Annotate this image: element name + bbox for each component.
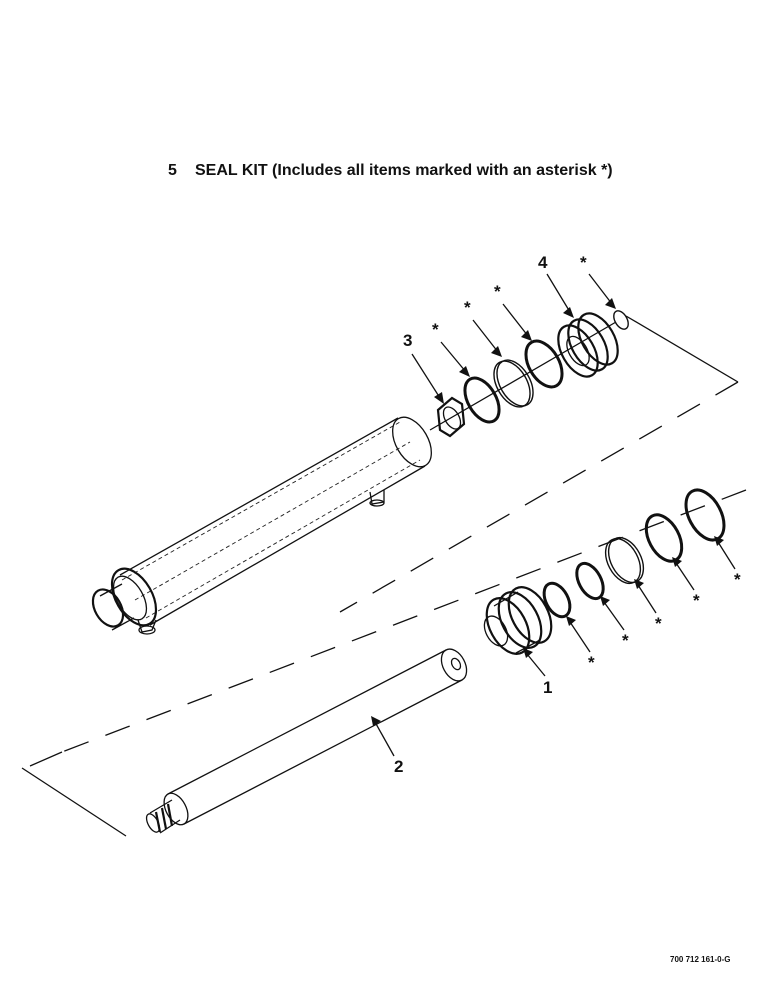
callout-item-1: 1	[543, 678, 552, 697]
nut-item-3	[436, 396, 466, 438]
lower-seal-ring-3	[604, 536, 645, 585]
asterisk-upper-ring-2: *	[464, 298, 471, 317]
asterisk-upper-ring-1: *	[432, 320, 439, 339]
callout-item-3: 3	[403, 331, 412, 350]
upper-retaining-ring	[613, 310, 629, 330]
lower-seal-ring-2	[575, 561, 605, 601]
callout-item-2: 2	[394, 757, 403, 776]
asterisk-lower-ring-1: *	[588, 653, 595, 672]
drawing-code: 700 712 161-0-G	[670, 955, 731, 964]
asterisk-lower-ring-3: *	[655, 614, 662, 633]
piston-item-1	[483, 586, 553, 655]
asterisk-lower-ring-4: *	[693, 591, 700, 610]
piston-rod-item-2	[145, 648, 468, 834]
upper-seal-ring-2	[493, 359, 534, 408]
seal-kit-item-number: 5	[168, 162, 177, 179]
asterisk-retaining-ring: *	[580, 253, 587, 272]
asterisk-lower-ring-5: *	[734, 570, 741, 589]
gland-item-4	[557, 312, 619, 378]
cylinder-barrel	[91, 416, 432, 635]
upper-assembly-frame	[339, 315, 739, 613]
upper-seal-ring-3	[524, 339, 564, 389]
callout-item-4: 4	[538, 253, 548, 272]
seal-kit-title: SEAL KIT (Includes all items marked with…	[195, 162, 613, 179]
lower-seal-ring-5	[684, 488, 726, 542]
asterisk-lower-ring-2: *	[622, 631, 629, 650]
asterisk-upper-ring-3: *	[494, 282, 501, 301]
lower-seal-ring-1	[542, 581, 572, 619]
lower-seal-ring-4	[644, 513, 684, 563]
lower-assembly-frame	[21, 489, 747, 837]
upper-seal-ring-1	[463, 376, 501, 424]
